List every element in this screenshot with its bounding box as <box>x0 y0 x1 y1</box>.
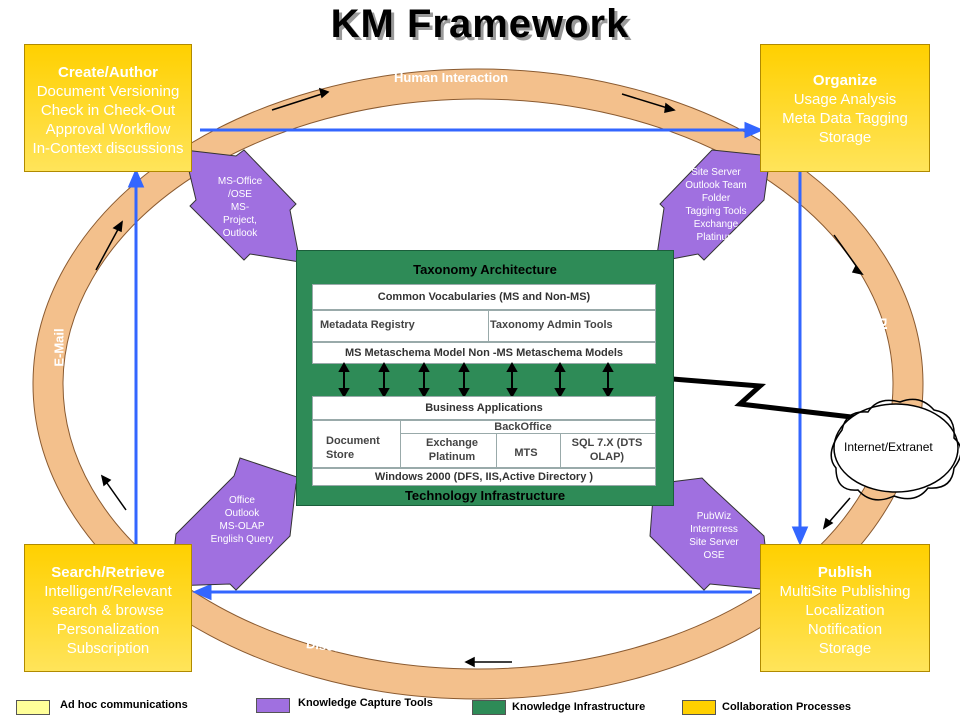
diagram-title: KM Framework <box>330 2 630 46</box>
capture-line: English Query <box>210 534 274 545</box>
capture-line: Outlook <box>222 228 258 239</box>
backoffice-divider <box>496 434 497 468</box>
capture-line: Platinum <box>696 232 736 243</box>
organize-box: Organize Usage Analysis Meta Data Taggin… <box>760 44 930 172</box>
create-line: Document Versioning <box>36 83 180 100</box>
organize-line: Storage <box>818 129 872 146</box>
legend-swatch-ad-hoc <box>16 700 50 715</box>
metaschema-models-label: MS Metaschema Model Non -MS Metaschema M… <box>344 347 624 359</box>
legend-swatch-collaboration <box>682 700 716 715</box>
windows-2000-band: Windows 2000 (DFS, IIS,Active Directory … <box>312 468 656 486</box>
create-line: Approval Workflow <box>45 121 171 138</box>
ring-flow-arrows <box>95 87 864 668</box>
registry-band <box>312 310 656 342</box>
exchange-platinum-label: Exchange Platinum <box>426 437 478 463</box>
search-line: search & browse <box>52 602 164 619</box>
legend-label-infrastructure: Knowledge Infrastructure <box>512 701 646 713</box>
capture-tools-bottom-left: Office Outlook MS-OLAP English Query <box>196 494 288 546</box>
legend-swatch-capture-tools <box>256 698 290 713</box>
capture-line: MS-Office <box>217 176 263 187</box>
capture-line: Site Server <box>691 167 741 178</box>
create-line: In-Context discussions <box>32 140 184 157</box>
common-vocabularies-label: Common Vocabularies (MS and Non-MS) <box>377 291 591 303</box>
capture-line: OSE <box>703 550 725 561</box>
mts-label: MTS <box>514 447 538 459</box>
capture-shape-top-left <box>183 149 301 263</box>
capture-line: Folder <box>701 193 731 204</box>
publish-line: Localization <box>805 602 885 619</box>
common-vocabularies-band: Common Vocabularies (MS and Non-MS) <box>312 284 656 310</box>
capture-tools-top-right: Site Server Outlook Team Folder Tagging … <box>672 166 760 244</box>
backoffice-divider <box>560 434 561 468</box>
legend-label-capture-tools: Knowledge Capture Tools <box>298 697 433 709</box>
publish-line: Storage <box>818 640 872 657</box>
publish-heading: Publish <box>817 564 873 581</box>
sql-olap-label: SQL 7.X (DTS OLAP) <box>571 437 643 463</box>
capture-line: Tagging Tools <box>685 206 747 217</box>
search-line: Subscription <box>66 640 150 657</box>
blue-flow-arrows <box>127 121 809 601</box>
capture-line: /OSE <box>228 189 252 200</box>
capture-line: Exchange <box>693 219 739 230</box>
legend-label-ad-hoc: Ad hoc communications <box>60 699 188 711</box>
business-applications-band: Business Applications <box>312 396 656 420</box>
create-author-heading: Create/Author <box>57 64 158 81</box>
internet-extranet-label: Internet/Extranet <box>844 440 933 454</box>
search-line: Intelligent/Relevant <box>44 583 172 600</box>
capture-line: MS- <box>230 202 250 213</box>
organize-heading: Organize <box>812 72 878 89</box>
organize-line: Usage Analysis <box>793 91 897 108</box>
capture-line: Office <box>229 495 255 506</box>
taxonomy-admin-tools-label: Taxonomy Admin Tools <box>490 319 613 331</box>
publish-box: Publish MultiSite Publishing Localizatio… <box>760 544 930 672</box>
metaschema-band: MS Metaschema Model Non -MS Metaschema M… <box>312 342 656 364</box>
capture-line: MS-OLAP <box>219 521 265 532</box>
technology-infrastructure-title: Technology Infrastructure <box>404 488 566 503</box>
capture-tools-bottom-right: PubWiz Interprress Site Server OSE <box>674 510 754 562</box>
search-retrieve-box: Search/Retrieve Intelligent/Relevant sea… <box>24 544 192 672</box>
capture-tools-top-left: MS-Office /OSE MS- Project, Outlook <box>204 175 276 240</box>
backoffice-band <box>312 420 656 468</box>
create-author-box: Create/Author Document Versioning Check … <box>24 44 192 172</box>
ring-label-human-interaction: Human Interaction <box>394 70 509 85</box>
legend-swatch-infrastructure <box>472 700 506 715</box>
capture-tool-shapes <box>169 149 771 591</box>
organize-line: Meta Data Tagging <box>782 110 908 127</box>
capture-line: Project, <box>223 215 257 226</box>
network-link-bolt <box>609 371 861 421</box>
capture-line: Outlook Team <box>685 180 747 191</box>
capture-line: Outlook <box>224 508 260 519</box>
backoffice-divider <box>400 434 401 468</box>
taxonomy-architecture-title: Taxonomy Architecture <box>413 262 557 277</box>
search-retrieve-heading: Search/Retrieve <box>51 564 165 581</box>
backoffice-label: BackOffice <box>494 421 552 433</box>
business-applications-label: Business Applications <box>425 402 543 414</box>
registry-divider <box>488 311 489 341</box>
search-line: Personalization <box>56 621 160 638</box>
capture-line: Interprress <box>690 524 738 535</box>
capture-line: PubWiz <box>696 511 732 522</box>
document-store-label: Document Store <box>326 435 380 461</box>
capture-line: Site Server <box>689 537 739 548</box>
backoffice-frame <box>400 420 656 434</box>
publish-line: Notification <box>807 621 883 638</box>
collaboration-ring <box>33 69 923 699</box>
publish-line: MultiSite Publishing <box>779 583 911 600</box>
create-line: Check in Check-Out <box>40 102 176 119</box>
metadata-registry-label: Metadata Registry <box>320 319 415 331</box>
legend-label-collaboration: Collaboration Processes <box>722 701 851 713</box>
windows-2000-label: Windows 2000 (DFS, IIS,Active Directory … <box>374 471 594 483</box>
